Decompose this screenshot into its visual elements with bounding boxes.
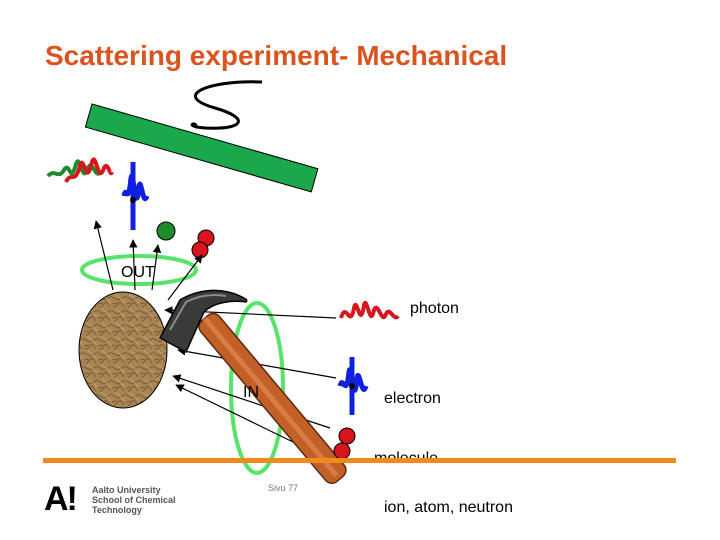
scattered-molecule-red-2: [192, 242, 208, 258]
page-number: Sivu 77: [268, 483, 298, 493]
detector-plate: [85, 104, 318, 192]
legend-ion: ion, atom, neutron: [384, 499, 513, 517]
scattered-electron-core: [130, 197, 136, 203]
in-label: IN: [243, 384, 259, 402]
university-line-2: School of Chemical: [92, 495, 176, 505]
incoming-photon: [341, 303, 398, 318]
aalto-logo: A!: [44, 480, 76, 519]
out-label: OUT: [121, 264, 155, 282]
legend-electron: electron: [384, 390, 441, 408]
sample-target: [79, 292, 167, 408]
incoming-electron-core: [349, 383, 355, 389]
incoming-molecule-red-1: [339, 428, 355, 444]
detector-signal-curve: [192, 82, 262, 128]
scattered-electron: [124, 162, 147, 230]
university-line-3: Technology: [92, 505, 176, 515]
university-name: Aalto University School of Chemical Tech…: [92, 485, 176, 515]
scattered-molecule-green: [157, 222, 175, 240]
legend-photon: photon: [410, 300, 459, 318]
university-line-1: Aalto University: [92, 485, 176, 495]
incoming-molecule-red-2: [334, 443, 350, 459]
footer-rule: [43, 458, 676, 463]
